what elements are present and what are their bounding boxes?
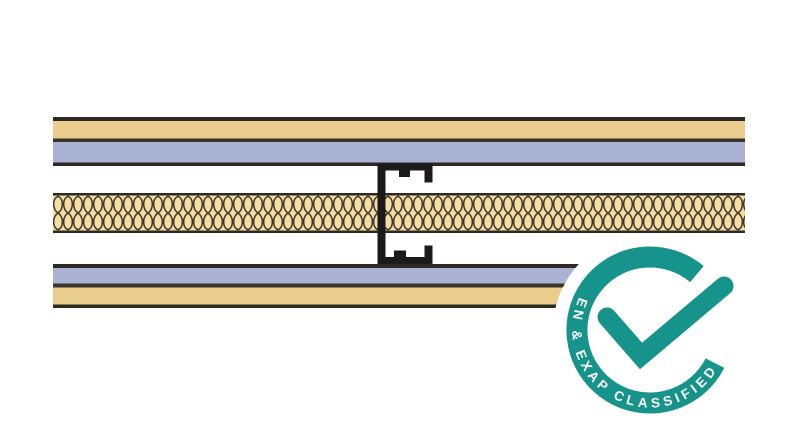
insulation-top-edge	[53, 193, 745, 196]
bottom-board-assembly	[53, 264, 580, 308]
insulation-hatch-pattern	[53, 195, 745, 231]
bottom-board-inner-edge	[53, 264, 580, 268]
bottom-board-layer-divider	[53, 283, 580, 288]
bottom-board-plasterboard-layer	[53, 287, 580, 305]
top-board-lining-layer	[53, 142, 745, 163]
top-board-outer-edge	[53, 117, 745, 121]
top-board-plasterboard-layer	[53, 121, 745, 139]
bottom-board-lining-layer	[53, 268, 580, 284]
c-stud-profile	[377, 163, 433, 264]
top-board-assembly	[53, 117, 745, 166]
top-board-layer-divider	[53, 138, 745, 142]
bottom-board-outer-edge	[53, 304, 580, 308]
insulation-bottom-edge	[53, 230, 745, 233]
insulation-layer	[53, 193, 745, 233]
badge-checkmark-icon	[597, 276, 734, 370]
badge-ring	[566, 246, 725, 414]
classification-badge: EN & EXAP CLASSIFIED	[553, 233, 747, 425]
